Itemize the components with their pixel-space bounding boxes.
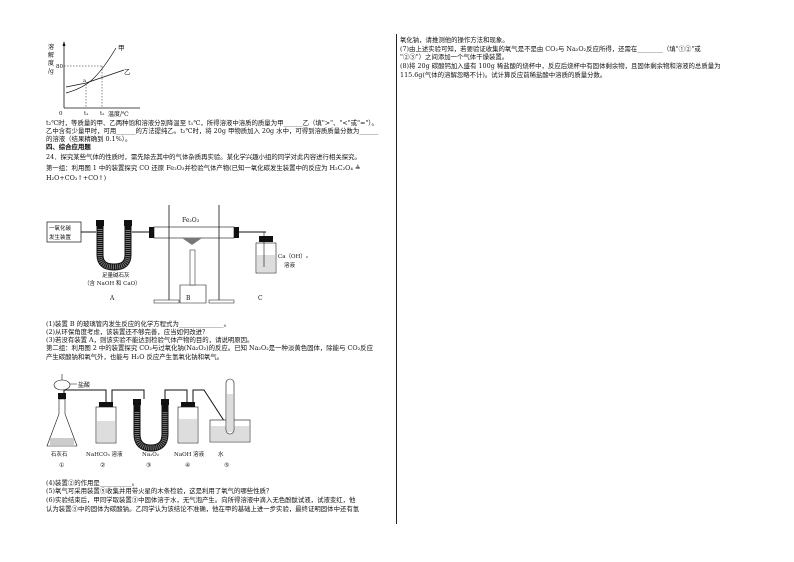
curve-yi bbox=[65, 69, 125, 88]
text-line: 产生碳酸钠和氧气外，也能与 H₂O 反应产生氢氧化钠和氧气。 bbox=[46, 353, 224, 361]
x-tick-t1: t₁ bbox=[84, 111, 88, 117]
fe2o3-label: Fe₂O₃ bbox=[182, 217, 200, 224]
question-6: (6)实验结束后，甲同学取装置③中固体溶于水，无气泡产生。向所得溶液中滴入无色酚… bbox=[46, 496, 356, 504]
item-number: ① bbox=[59, 462, 64, 469]
tube-b bbox=[149, 205, 239, 304]
item-number: ③ bbox=[146, 462, 151, 469]
label-c: C bbox=[258, 295, 263, 302]
co-generator-label: 发生装置 bbox=[49, 233, 72, 241]
y-label-3: 度 bbox=[48, 59, 54, 67]
figure-1-apparatus: 一氧化碳 发生装置 Fe₂O₃ Ca（OH）₂ bbox=[46, 205, 308, 304]
item-number: ⑤ bbox=[224, 462, 229, 469]
text-line: 第二组：利用图 2 中的装置探究 CO₂与过氧化钠(Na₂O₂)的反应。已知 N… bbox=[46, 344, 373, 352]
text-line: 氧化钠，请推测他的操作方法和现象。 bbox=[400, 36, 509, 44]
item-number: ② bbox=[100, 462, 105, 469]
figure-2-apparatus: 盐酸 石灰石 NaHCO₃ 溶液 Na₂O₂ NaOH 溶液 bbox=[46, 374, 251, 469]
text-line: 的溶液（结果精确到 0.1%）。 bbox=[46, 135, 132, 143]
solubility-chart: 溶 解 度 /g 80 0 t₁ t₂ 温度/℃ 甲 乙 a bbox=[48, 41, 140, 118]
curve-jia bbox=[65, 47, 117, 94]
y-label-1: 溶 bbox=[48, 43, 54, 51]
x-tick-0: 0 bbox=[59, 111, 63, 117]
question-4: (4)装置②的作用是__________。 bbox=[46, 479, 139, 487]
section-heading: 四、综合应用题 bbox=[46, 143, 91, 151]
y-label-4: /g bbox=[48, 68, 54, 75]
text-line: 认为装置③中的固体为碳酸钠。乙同学认为该结论不准确，他在甲的基础上进一步实验，最… bbox=[46, 505, 360, 513]
item-label: NaHCO₃ 溶液 bbox=[86, 450, 123, 458]
question-7: (7)由上述实验可知，若要验证收集的氧气是不是由 CO₂与 Na₂O₂反应所得，… bbox=[400, 45, 701, 53]
item-label: 水 bbox=[218, 450, 224, 458]
text-line: "②③"）之间添加一个气体干燥装置。 bbox=[400, 53, 509, 61]
u-tube-a bbox=[96, 220, 132, 271]
soda-lime-label: 足量碱石灰 bbox=[102, 271, 130, 279]
text-line: 第一组：利用图 1 中的装置探究 CO 还原 Fe₂O₃并检验气体产物(已知一氧… bbox=[46, 164, 361, 172]
label-a: A bbox=[109, 295, 115, 302]
question-3: (3)若没有装置 A，则该实验不能达到检验气体产物的目的，请说明原因。 bbox=[46, 336, 254, 344]
flask-1 bbox=[46, 374, 78, 447]
text-line: 乙中含有少量甲时，可用______的方法提纯乙。t₂℃时，将 20g 甲物质加入… bbox=[46, 127, 379, 135]
label-jia: 甲 bbox=[118, 44, 125, 52]
label-b: B bbox=[186, 295, 191, 302]
label-yi: 乙 bbox=[124, 68, 131, 76]
bottle-c bbox=[255, 232, 277, 274]
water-trough-5 bbox=[209, 378, 251, 443]
question-1: (1)装置 B 的玻璃管内发生反应的化学方程式为______________。 bbox=[46, 320, 230, 328]
caoh2-label: 溶液 bbox=[284, 261, 296, 269]
text-line: t₂℃时，等质量的甲、乙两种饱和溶液分别降温至 t₁℃，所得溶液中溶质的质量为甲… bbox=[46, 119, 378, 127]
bottle-2 bbox=[95, 402, 117, 444]
question-2: (2)从环保角度考虑，该装置还不够完善，应当如何改进？ bbox=[46, 328, 209, 336]
bottle-4 bbox=[177, 402, 199, 444]
x-label: 温度/℃ bbox=[108, 110, 129, 118]
text-line: H₂O+CO₂↑+CO↑) bbox=[46, 174, 107, 182]
x-tick-t2: t₂ bbox=[100, 111, 104, 117]
question-24: 24．探究某些气体的性质时，需先除去其中的气体杂质再实验。某化学兴趣小组的同学对… bbox=[46, 153, 361, 161]
question-5: (5)氧气可采用装置⑤收集并用带火星的木条检验，这是利用了氧气的哪些性质？ bbox=[46, 487, 273, 495]
co-generator-label: 一氧化碳 bbox=[49, 224, 72, 232]
column-divider bbox=[396, 34, 397, 524]
u-tube-3 bbox=[133, 399, 169, 452]
item-number: ④ bbox=[185, 462, 190, 469]
item-label: NaOH 溶液 bbox=[174, 450, 205, 458]
caoh2-label: Ca（OH）₂ bbox=[278, 253, 308, 260]
y-tick-80: 80 bbox=[56, 64, 63, 70]
text-line: 115.6g(气体的溶解忽略不计)。试计算反应前稀盐酸中溶质的质量分数。 bbox=[400, 71, 607, 79]
item-label: Na₂O₂ bbox=[142, 452, 159, 458]
soda-lime-label: （含 NaOH 和 CaO） bbox=[84, 279, 141, 287]
y-label-2: 解 bbox=[48, 51, 54, 59]
acid-label: 盐酸 bbox=[78, 381, 90, 389]
point-a: a bbox=[83, 78, 86, 84]
question-8: (8)将 20g 碳酸钙加入盛有 100g 稀盐酸的烧杯中，反应后烧杯中有固体剩… bbox=[400, 62, 721, 70]
item-label: 石灰石 bbox=[51, 450, 68, 458]
